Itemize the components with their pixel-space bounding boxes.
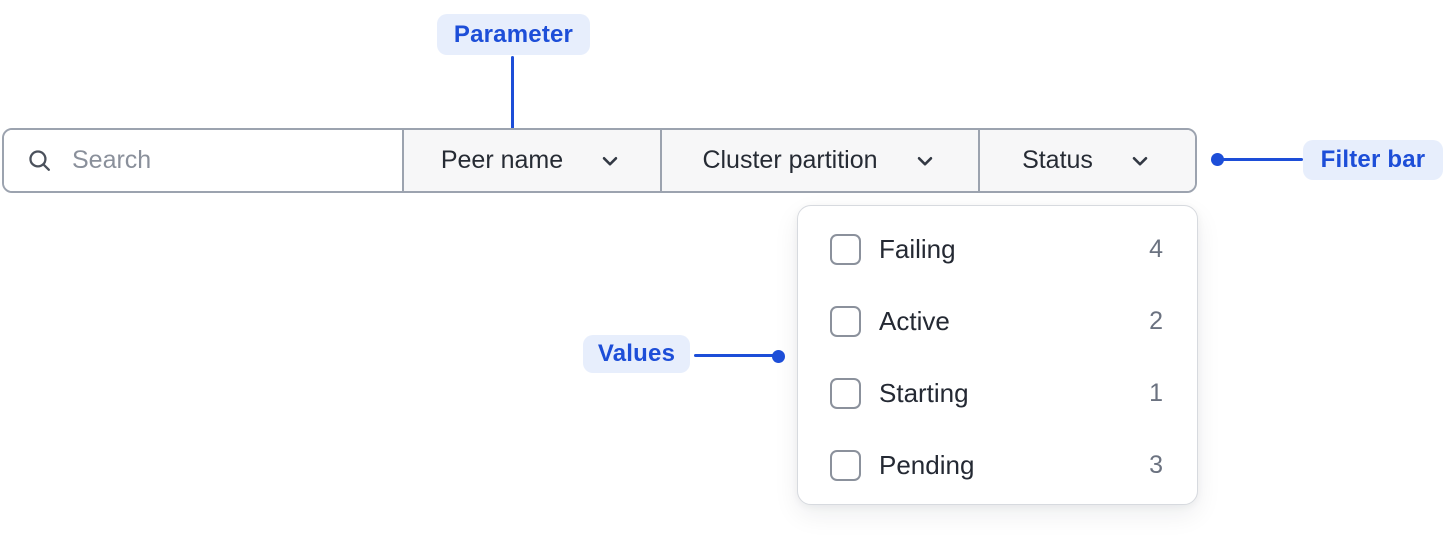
values-annotation-label: Values <box>597 340 676 367</box>
filter-bar: Peer name Cluster partition Status <box>2 128 1197 193</box>
checkbox-unchecked[interactable] <box>830 378 861 409</box>
parameter-connector-line <box>511 56 514 133</box>
search-input[interactable] <box>70 145 402 176</box>
chevron-down-icon <box>912 148 938 174</box>
checkbox-unchecked[interactable] <box>830 306 861 337</box>
option-row-pending[interactable]: Pending 3 <box>830 450 1163 481</box>
filter-bar-annotation-label: Filter bar <box>1320 146 1426 173</box>
checkbox-unchecked[interactable] <box>830 450 861 481</box>
option-row-failing[interactable]: Failing 4 <box>830 234 1163 265</box>
option-label: Pending <box>879 450 975 480</box>
option-count: 3 <box>1149 451 1163 479</box>
checkbox-unchecked[interactable] <box>830 234 861 265</box>
option-count: 2 <box>1149 307 1163 335</box>
search-section <box>4 130 402 191</box>
filter-dropdown-label: Status <box>1022 146 1093 174</box>
values-connector-dot <box>772 350 785 363</box>
filter-bar-connector-line <box>1221 158 1303 161</box>
filter-dropdown-status[interactable]: Status <box>978 130 1195 191</box>
values-annotation-badge: Values <box>583 335 690 373</box>
option-label: Failing <box>879 234 956 264</box>
option-label: Starting <box>879 378 969 408</box>
filter-dropdown-label: Peer name <box>440 146 564 174</box>
option-count: 1 <box>1149 379 1163 407</box>
chevron-down-icon <box>1127 148 1153 174</box>
option-row-starting[interactable]: Starting 1 <box>830 378 1163 409</box>
chevron-down-icon <box>597 148 623 174</box>
filter-dropdown-cluster-partition[interactable]: Cluster partition <box>660 130 978 191</box>
parameter-annotation-label: Parameter <box>453 20 574 48</box>
filter-dropdown-label: Cluster partition <box>702 146 878 174</box>
parameter-annotation-badge: Parameter <box>437 14 590 55</box>
values-connector-line <box>694 354 774 357</box>
filter-bar-connector-dot <box>1211 153 1224 166</box>
filter-bar-annotation-badge: Filter bar <box>1303 140 1443 180</box>
search-icon <box>26 147 53 174</box>
status-values-panel: Failing 4 Active 2 Starting 1 Pending 3 <box>797 205 1198 505</box>
filter-dropdown-peer-name[interactable]: Peer name <box>402 130 660 191</box>
option-count: 4 <box>1149 235 1163 263</box>
option-row-active[interactable]: Active 2 <box>830 306 1163 337</box>
option-label: Active <box>879 306 950 336</box>
